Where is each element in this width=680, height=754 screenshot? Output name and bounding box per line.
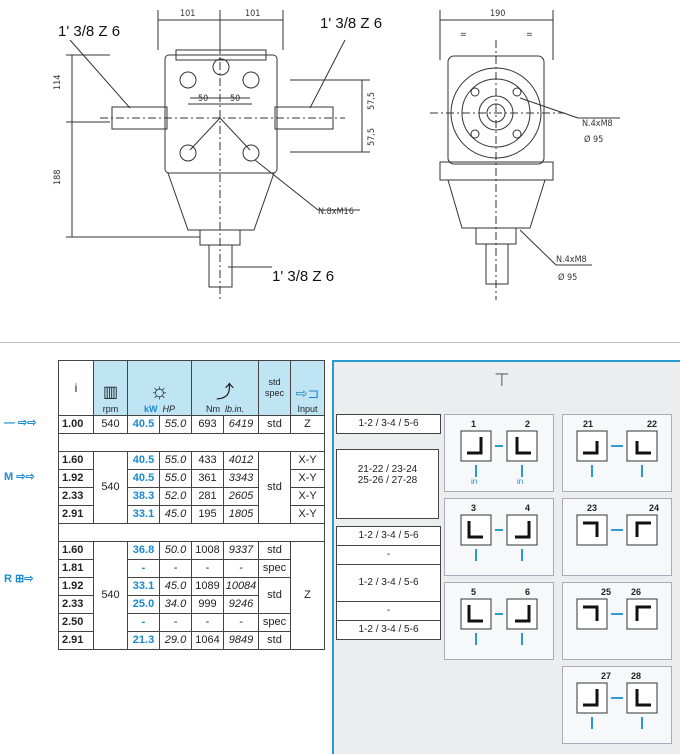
group3-label: R ⊞⇨ — [4, 573, 34, 585]
config-text-g3-r2: - — [336, 545, 441, 565]
svg-text:in: in — [471, 477, 477, 485]
config-box-23-24: 23 24 — [562, 498, 672, 576]
table-row: 2.33 25.0 34.0 999 9246 — [58, 595, 325, 614]
gearbox-drawing-svg: 101 101 190 50 50 114 188 57,5 57,5 1' 3… — [53, 9, 620, 300]
dim-left-bottom: 188 — [53, 170, 63, 185]
shaft-icon: ▥ — [102, 384, 119, 401]
config-text-g3-r3: 1-2 / 3-4 / 5-6 — [336, 564, 441, 602]
header-rpm: ▥rpm — [93, 360, 128, 416]
header-input: ⇨⊐Input — [290, 360, 325, 416]
technical-drawing: 101 101 190 50 50 114 188 57,5 57,5 1' 3… — [0, 0, 680, 343]
config-text-g1: 1-2 / 3-4 / 5-6 — [336, 414, 441, 434]
group1-arrow-icon: — ⇨⇨ — [4, 417, 37, 429]
config-box-21-22: 21 22 — [562, 414, 672, 492]
sun-icon: ☼ — [149, 378, 170, 403]
config-diagram-5-6-icon — [460, 598, 538, 645]
config-diagram-23-24-icon — [576, 514, 658, 546]
config-box-25-26: 25 26 — [562, 582, 672, 660]
dim-top-left: 101 — [180, 9, 195, 19]
config-text-g3-r6: 1-2 / 3-4 / 5-6 — [336, 620, 441, 640]
config-diagram-25-26-icon — [576, 598, 658, 630]
bolt-label-side-1a: N.4xM8 — [582, 119, 613, 129]
table-row: 1.60 540 40.5 55.0 433 4012 std X-Y — [58, 451, 325, 524]
spec-table-area: — ⇨⇨ M ⇨⇨ R ⊞⇨ i ▥rpm ☼kW HP ⤴Nm lb.in. … — [0, 360, 680, 754]
dim-right-top: 57,5 — [367, 92, 377, 110]
gearbox-icon: ⊤ — [494, 370, 510, 390]
dim-center-left: 50 — [198, 94, 208, 104]
dim-right-bottom: 57,5 — [367, 128, 377, 146]
svg-text:in: in — [517, 477, 523, 485]
group2-label: M ⇨⇨ — [4, 471, 35, 483]
table-row: 1.60 540 36.8 50.0 1008 9337 std Z — [58, 541, 325, 650]
config-text-g3-r1: 1-2 / 3-4 / 5-6 — [336, 526, 441, 546]
config-text-g3-r5: - — [336, 601, 441, 621]
input-shaft-icon: ⇨⊐ — [295, 385, 320, 401]
shaft-label-bottom: 1' 3/8 Z 6 — [272, 268, 334, 285]
config-diagram-1-2-icon: in in — [460, 430, 538, 485]
dim-left-top: 114 — [53, 75, 63, 90]
eq-mark-right: = — [526, 30, 533, 40]
dim-top-right: 101 — [245, 9, 260, 19]
header-torque: ⤴Nm lb.in. — [191, 360, 259, 416]
dim-side-width: 190 — [490, 9, 505, 19]
torque-icon: ⤴ — [216, 382, 234, 402]
config-diagram-21-22-icon — [576, 430, 658, 477]
bolt-label-side-1b: Ø 95 — [584, 134, 603, 145]
table-row: 1.00 540 40.5 55.0 693 6419 std Z — [58, 415, 325, 434]
header-i: i — [58, 360, 94, 416]
shaft-label-left: 1' 3/8 Z 6 — [58, 23, 120, 40]
table-row: 2.91 33.1 45.0 195 1805 X-Y — [58, 505, 325, 524]
config-diagram-27-28-icon — [576, 682, 658, 729]
config-box-5-6: 5 6 — [444, 582, 554, 660]
eq-mark-left: = — [460, 30, 467, 40]
config-box-3-4: 3 4 — [444, 498, 554, 576]
bolt-label-side-2a: N.4xM8 — [556, 255, 587, 265]
header-power: ☼kW HP — [127, 360, 192, 416]
dim-center-right: 50 — [230, 94, 240, 104]
table-row: 1.81 - - - - spec — [58, 559, 325, 578]
config-box-27-28: 27 28 — [562, 666, 672, 744]
bolt-label-front: N.8xM16 — [318, 207, 354, 217]
table-row: 2.91 21.3 29.0 1064 9849 std — [58, 631, 325, 650]
config-diagram-3-4-icon — [460, 514, 538, 561]
bolt-label-side-2b: Ø 95 — [558, 272, 577, 283]
shaft-label-right: 1' 3/8 Z 6 — [320, 15, 382, 32]
